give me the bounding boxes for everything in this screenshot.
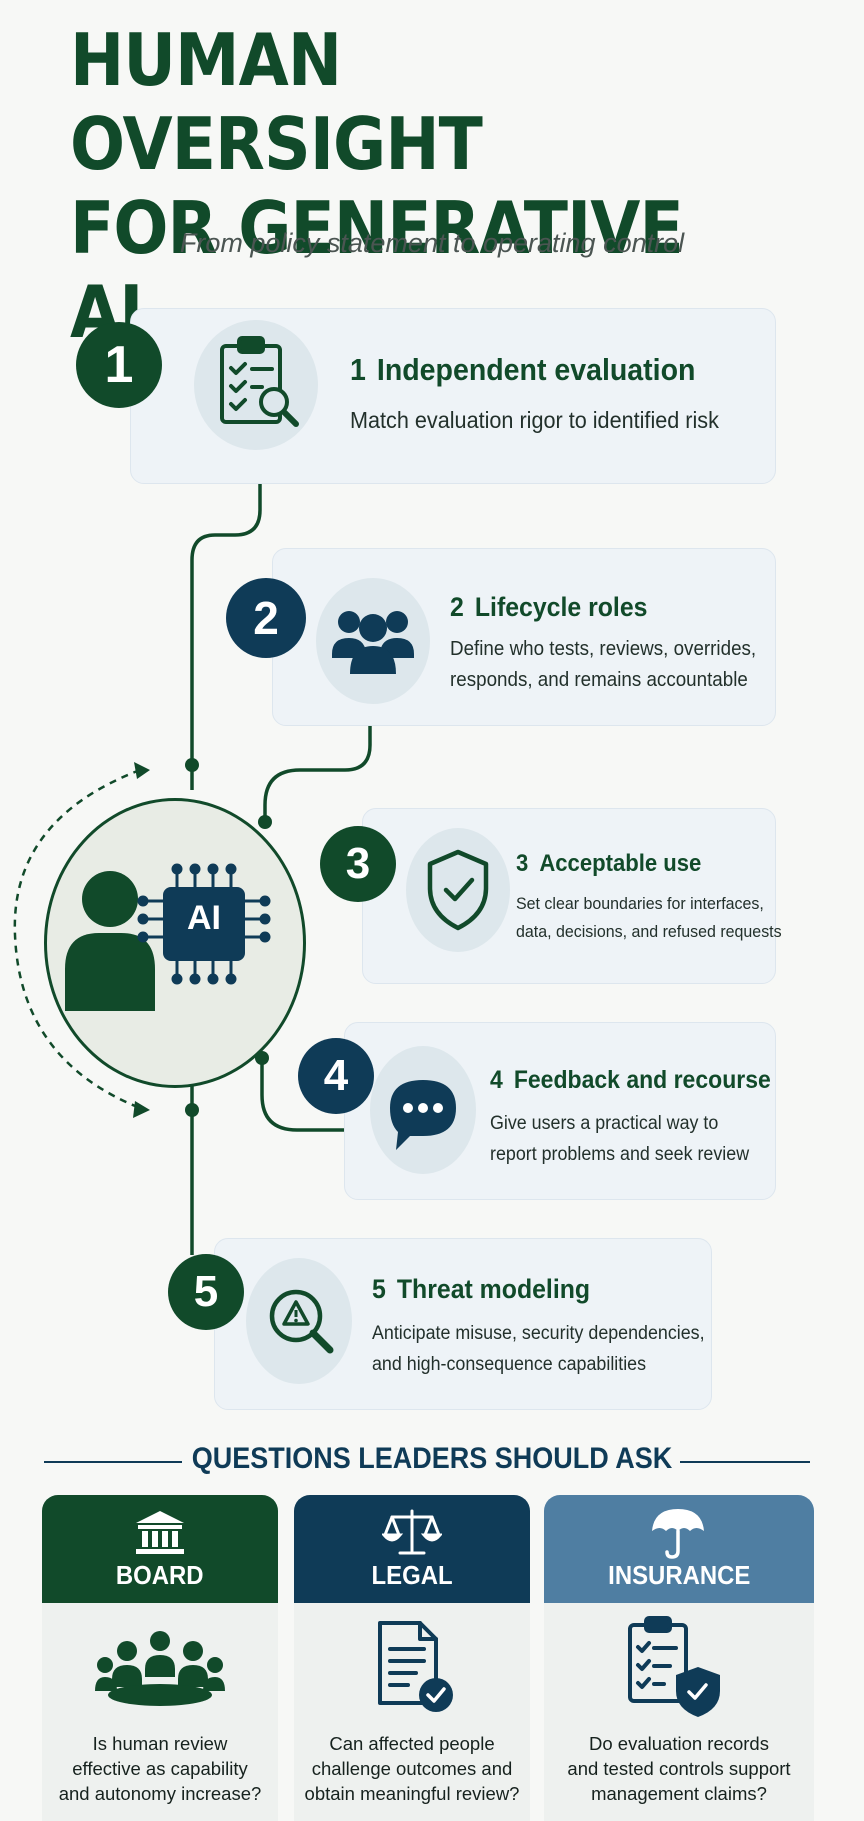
checklist-magnifier-icon — [220, 336, 299, 427]
step-desc-5: Anticipate misuse, security dependencies… — [372, 1323, 705, 1375]
question-card-header-board: BOARD — [42, 1495, 278, 1603]
step-title-3: 3 Acceptable use — [516, 850, 712, 878]
step-desc-1: Match evaluation rigor to identified ris… — [350, 407, 719, 433]
question-card-body-board: Is human review effective as capability … — [42, 1603, 278, 1821]
step-badge-2: 2 — [226, 578, 306, 658]
questions-heading: QUESTIONS LEADERS SHOULD ASK — [191, 1442, 673, 1475]
question-card-header-insurance: INSURANCE — [544, 1495, 814, 1603]
question-card-board: BOARD Is human review effective as capab… — [42, 1495, 278, 1821]
question-card-insurance: INSURANCE Do evaluation records and test… — [544, 1495, 814, 1821]
question-card-label-board: BOARD — [116, 1560, 204, 1590]
title-line-2: FOR GENERATIVE AI — [70, 186, 684, 354]
step-badge-1: 1 — [76, 322, 162, 408]
step-title-2: 2 Lifecycle roles — [450, 592, 659, 623]
step-title-text-5: Threat modeling — [396, 1274, 591, 1304]
step-icon-circle-2 — [316, 578, 430, 704]
human-ai-hub: AI — [44, 798, 306, 1088]
ai-chip-label: AI — [187, 899, 221, 937]
step-title-text-4: Feedback and recourse — [513, 1066, 771, 1094]
step-title-text-3: Acceptable use — [539, 850, 702, 877]
step-title-1: 1 Independent evaluation — [350, 352, 706, 388]
shield-check-icon — [427, 849, 489, 931]
step-number-3: 3 — [516, 850, 529, 877]
question-card-text-board: Is human review effective as capability … — [58, 1733, 262, 1804]
step-icon-circle-3 — [406, 828, 510, 952]
heading-rule-left — [44, 1461, 182, 1463]
heading-rule-right — [680, 1461, 810, 1463]
question-card-label-legal: LEGAL — [371, 1560, 453, 1590]
page-subtitle: From policy statement to operating contr… — [179, 228, 685, 258]
scales-icon — [382, 1509, 442, 1555]
step-icon-circle-5 — [246, 1258, 352, 1384]
step-title-text-1: Independent evaluation — [376, 352, 696, 387]
step-badge-3: 3 — [320, 826, 396, 902]
step-badge-4: 4 — [298, 1038, 374, 1114]
question-card-legal: LEGAL Can affected people challenge outc… — [294, 1495, 530, 1821]
step-title-4: 4 Feedback and recourse — [490, 1066, 782, 1095]
question-card-label-insurance: INSURANCE — [607, 1560, 751, 1590]
question-card-header-legal: LEGAL — [294, 1495, 530, 1603]
people-group-icon — [332, 611, 414, 674]
step-title-5: 5 Threat modeling — [372, 1274, 601, 1305]
meeting-table-icon — [95, 1631, 225, 1706]
document-check-icon — [378, 1621, 453, 1712]
question-card-text-legal: Can affected people challenge outcomes a… — [304, 1733, 520, 1804]
chat-bubble-icon — [390, 1080, 456, 1150]
step-number-2: 2 — [450, 592, 464, 622]
step-number-1: 1 — [350, 352, 366, 387]
step-title-text-2: Lifecycle roles — [474, 592, 648, 622]
question-card-text-insurance: Do evaluation records and tested control… — [567, 1733, 791, 1804]
question-card-body-legal: Can affected people challenge outcomes a… — [294, 1603, 530, 1821]
clipboard-shield-icon — [628, 1616, 720, 1717]
warning-magnifier-icon — [269, 1289, 334, 1354]
step-desc-4: Give users a practical way to report pro… — [490, 1113, 750, 1165]
step-desc-2: Define who tests, reviews, overrides, re… — [450, 638, 757, 691]
step-badge-5: 5 — [168, 1254, 244, 1330]
question-card-body-insurance: Do evaluation records and tested control… — [544, 1603, 814, 1821]
step-number-4: 4 — [490, 1066, 503, 1094]
step-icon-circle-1 — [194, 320, 318, 450]
step-number-5: 5 — [372, 1274, 386, 1304]
institution-icon — [136, 1511, 184, 1554]
page-title: HUMAN OVERSIGHT FOR GENERATIVE AI — [70, 18, 754, 354]
human-ai-icon — [65, 863, 271, 1011]
step-desc-3: Set clear boundaries for interfaces, dat… — [516, 894, 782, 941]
title-line-1: HUMAN OVERSIGHT — [70, 18, 483, 186]
umbrella-icon — [652, 1509, 704, 1559]
step-icon-circle-4 — [370, 1046, 476, 1174]
